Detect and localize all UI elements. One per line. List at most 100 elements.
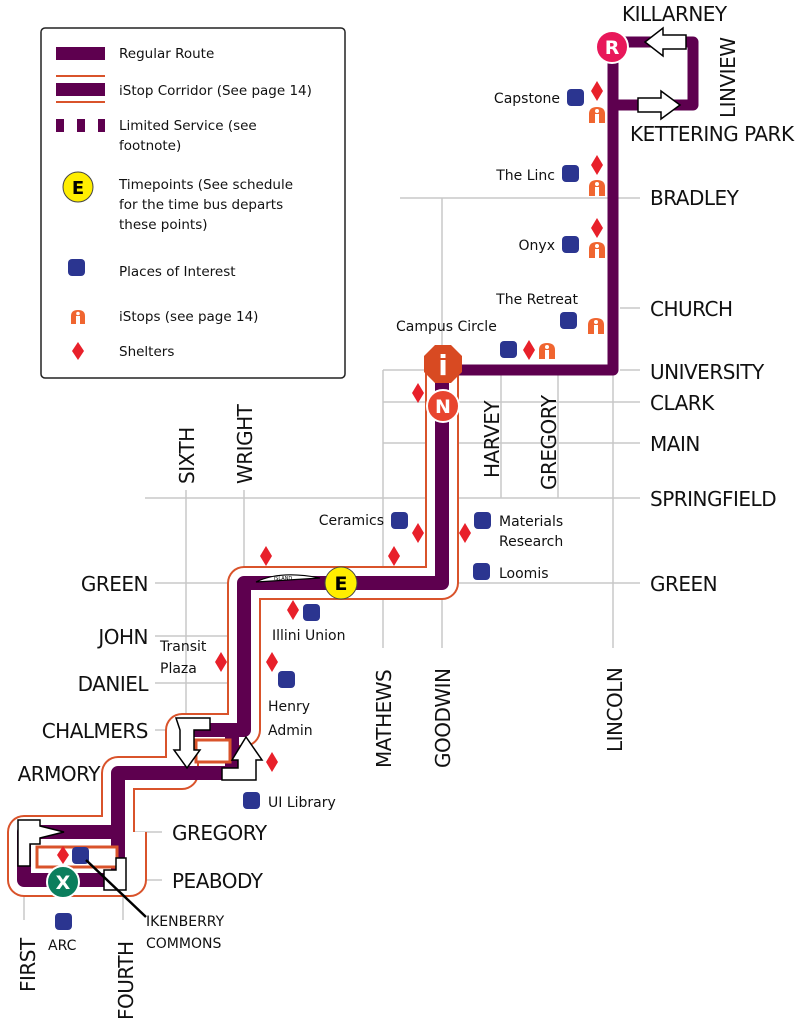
poi-label-ikenberry-commons[interactable]: IKENBERRY COMMONS: [146, 914, 229, 952]
timepoint-n-letter: N: [435, 396, 451, 418]
legend-corridor-line-top: [56, 75, 105, 77]
arrow-right-icon: [637, 89, 682, 121]
istop-icon: [588, 318, 604, 334]
legend-timepoints-line-2: for the time bus departs: [119, 197, 283, 213]
poi-marker-materials-research[interactable]: [474, 512, 491, 529]
ikenberry-leader-line: [85, 859, 147, 918]
legend-limited-line-2: footnote): [119, 138, 181, 154]
poi-label-ui-library[interactable]: UI Library: [268, 795, 336, 811]
poi-label-onyx[interactable]: Onyx: [519, 238, 555, 254]
poi-label-research: Research: [499, 534, 563, 550]
legend-timepoints-label: Timepoints (See schedule for the time bu…: [118, 177, 297, 233]
poi-marker-campus-circle[interactable]: [500, 341, 517, 358]
timepoint-r[interactable]: R: [595, 30, 629, 64]
shelter-icon: [459, 523, 471, 543]
street-label-killarney: KILLARNEY: [622, 2, 728, 26]
street-label-green-west: GREEN: [81, 572, 148, 596]
poi-label-loomis[interactable]: Loomis: [499, 566, 549, 582]
island-label: ISLAND: [274, 576, 293, 582]
arrow-left-icon: [643, 26, 687, 58]
shelter-icon: [266, 652, 278, 672]
street-label-main: MAIN: [650, 432, 700, 456]
island: ISLAND: [255, 574, 321, 583]
street-label-chalmers: CHALMERS: [42, 719, 148, 743]
legend-shelters-label: Shelters: [119, 344, 174, 360]
poi-label-the-linc[interactable]: The Linc: [495, 168, 555, 184]
poi-marker-ikenberry-commons[interactable]: [72, 847, 89, 864]
shelter-icon: [215, 652, 227, 672]
shelter-icon: [412, 523, 424, 543]
timepoint-e-letter: E: [335, 573, 348, 595]
legend: Regular Route iStop Corridor (See page 1…: [40, 27, 346, 379]
street-label-john: JOHN: [96, 625, 148, 649]
legend-limited-dash-3: [98, 119, 105, 132]
poi-marker-the-retreat[interactable]: [560, 312, 577, 329]
legend-poi-icon: [68, 259, 85, 276]
poi-label-the-retreat[interactable]: The Retreat: [495, 292, 578, 308]
poi-label-materials: Materials: [499, 514, 563, 530]
poi-label-transit-plaza[interactable]: Transit Plaza: [159, 639, 211, 677]
shelter-icon: [591, 81, 603, 101]
poi-marker-loomis[interactable]: [473, 563, 490, 580]
timepoint-e[interactable]: E: [324, 566, 358, 600]
timepoint-x[interactable]: X: [46, 865, 80, 899]
poi-label-capstone[interactable]: Capstone: [494, 91, 560, 107]
street-label-goodwin: GOODWIN: [431, 668, 455, 768]
places-of-interest: Capstone The Linc Onyx The Retreat Campu…: [48, 89, 584, 954]
poi-label-illini-union[interactable]: Illini Union: [272, 628, 345, 644]
poi-marker-ui-library[interactable]: [243, 792, 260, 809]
istop-icon: [589, 107, 605, 123]
legend-corridor-swatch: [56, 83, 105, 96]
poi-marker-onyx[interactable]: [562, 236, 579, 253]
street-label-bradley: BRADLEY: [650, 186, 740, 210]
poi-marker-henry-admin[interactable]: [278, 671, 295, 688]
street-label-clark: CLARK: [650, 391, 715, 415]
poi-label-arc[interactable]: ARC: [48, 938, 77, 954]
istop-icon: [589, 180, 605, 196]
timepoint-r-letter: R: [605, 37, 620, 59]
poi-marker-illini-union[interactable]: [303, 604, 320, 621]
street-label-springfield: SPRINGFIELD: [650, 487, 776, 511]
poi-marker-capstone[interactable]: [567, 89, 584, 106]
poi-label-henry-admin[interactable]: Henry Admin: [268, 699, 315, 739]
istops: [539, 107, 605, 359]
arrow-right-icon-gregory: [17, 819, 65, 867]
poi-label-materials-research[interactable]: Materials Research: [499, 514, 568, 550]
shelter-icon: [388, 546, 400, 566]
istop-hub-symbol: i: [438, 349, 448, 382]
legend-limited-line-1: Limited Service (see: [119, 118, 257, 134]
poi-label-campus-circle[interactable]: Campus Circle: [396, 319, 497, 335]
poi-label-plaza: Plaza: [160, 661, 197, 677]
octagon-icon: [424, 345, 462, 383]
poi-marker-arc[interactable]: [55, 913, 72, 930]
street-label-linview: LINVIEW: [716, 37, 740, 118]
arrow-up-icon: [221, 735, 264, 781]
street-label-harvey: HARVEY: [480, 400, 504, 478]
timepoint-x-letter: X: [56, 872, 71, 894]
shelter-icon: [412, 383, 424, 403]
poi-marker-ceramics[interactable]: [391, 512, 408, 529]
shelter-icon: [523, 340, 535, 360]
poi-label-transit: Transit: [159, 639, 207, 655]
legend-places-label: Places of Interest: [119, 264, 236, 280]
street-label-lincoln: LINCOLN: [603, 668, 627, 752]
street-label-armory: ARMORY: [18, 762, 102, 786]
legend-limited-dash-2: [77, 119, 85, 132]
poi-label-ceramics[interactable]: Ceramics: [319, 513, 384, 529]
poi-marker-the-linc[interactable]: [562, 165, 579, 182]
legend-istop-icon: [71, 310, 85, 324]
shelter-icon: [57, 846, 69, 864]
istop-hub[interactable]: i: [424, 345, 462, 383]
street-label-mathews: MATHEWS: [372, 670, 396, 768]
legend-istop-corridor-label: iStop Corridor (See page 14): [119, 83, 312, 99]
poi-label-ikenberry: IKENBERRY: [146, 914, 225, 930]
street-label-daniel: DANIEL: [78, 672, 150, 696]
street-label-gregory-south: GREGORY: [172, 821, 268, 845]
legend-corridor-line-bottom: [56, 101, 105, 103]
timepoint-n[interactable]: N: [426, 389, 460, 423]
legend-regular-route-swatch: [56, 47, 105, 60]
poi-label-henry: Henry: [268, 699, 310, 715]
shelter-icon: [260, 546, 272, 566]
street-label-first: FIRST: [16, 937, 40, 992]
